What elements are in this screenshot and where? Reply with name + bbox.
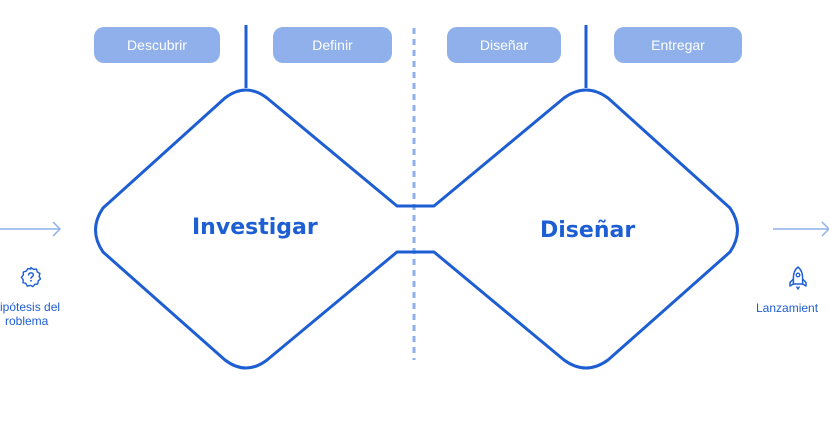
phase-pill-entregar: Entregar	[614, 27, 742, 63]
double-diamond-outline	[94, 88, 739, 370]
diamond-title-left: Investigar	[192, 215, 318, 240]
start-arrow	[0, 221, 62, 237]
diamond-title-right: Diseñar	[540, 218, 636, 243]
phase-pill-descubrir: Descubrir	[94, 27, 220, 63]
end-arrow	[773, 221, 829, 237]
phase-pill-definir: Definir	[273, 27, 392, 63]
end-label: Lanzamient	[756, 301, 819, 315]
phase-pill-disenar: Diseñar	[447, 27, 561, 63]
start-label-line2: roblema	[5, 314, 49, 328]
rocket-icon	[789, 266, 807, 291]
start-label-line1: ipótesis del	[0, 300, 61, 314]
question-badge-icon	[20, 266, 42, 288]
